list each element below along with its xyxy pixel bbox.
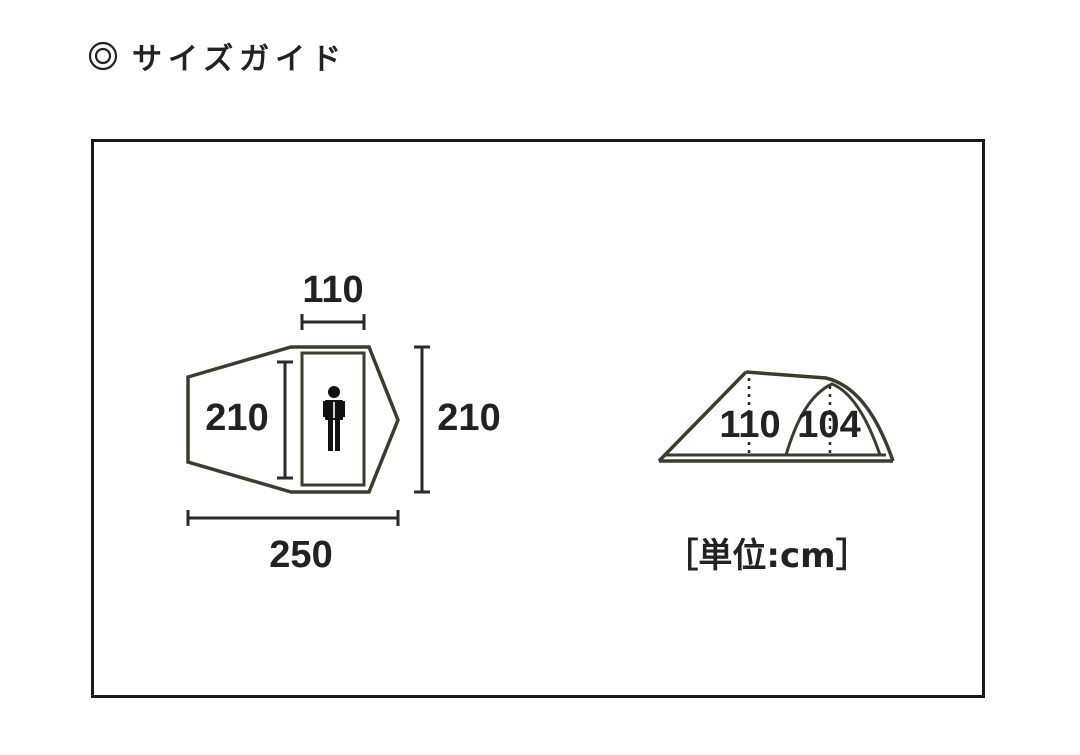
dim-outer-length — [414, 345, 430, 494]
dim-label-inner-width: 110 — [302, 269, 363, 311]
inner-tent-rect — [300, 351, 366, 487]
section-heading: サイズガイド — [88, 34, 347, 78]
size-guide-frame — [91, 139, 985, 698]
dim-total-width — [186, 510, 400, 526]
dim-inner-width — [300, 314, 366, 330]
inner-tent-arc — [784, 382, 882, 456]
fly-ridge — [745, 370, 895, 462]
tent-side-view: 110 104 ［単位:cm］ — [657, 370, 895, 576]
dim-inner-length — [277, 360, 293, 480]
dim-label-outer-length: 210 — [437, 397, 500, 439]
double-circle-icon — [88, 41, 118, 71]
dim-label-rear-height: 104 — [797, 404, 860, 446]
tent-floor-plan: 110 210 210 250 — [186, 269, 501, 576]
section-title: サイズガイド — [132, 42, 348, 77]
tent-footprint-outline — [186, 345, 400, 494]
dim-label-front-height: 110 — [719, 404, 780, 446]
dim-label-inner-length: 210 — [205, 397, 268, 439]
fly-front-slope — [657, 370, 748, 463]
unit-label: ［単位:cm］ — [664, 536, 869, 576]
person-icon — [323, 386, 345, 451]
dim-label-total-width: 250 — [269, 534, 332, 576]
